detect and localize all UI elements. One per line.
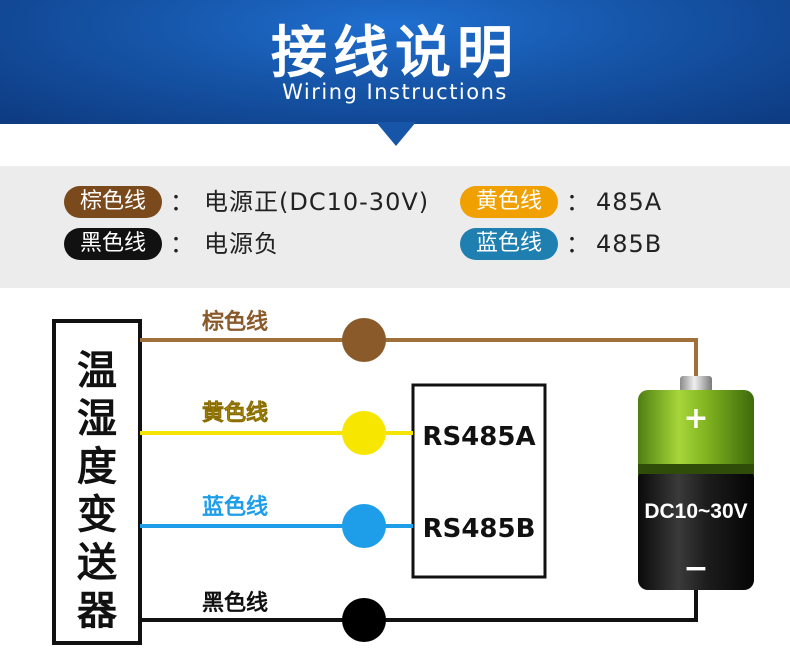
- page-subtitle: Wiring Instructions: [282, 80, 508, 104]
- wire-legend: 棕色线 ： 电源正(DC10-30V) 黄色线 ： 485A 黑色线 ： 电源负…: [0, 166, 790, 288]
- battery-body-top: [638, 390, 754, 486]
- header-banner: 接线说明 Wiring Instructions: [0, 0, 790, 124]
- yellow-terminal: [342, 411, 386, 455]
- transmitter-char: 送: [77, 540, 117, 586]
- battery-band: [638, 464, 754, 474]
- transmitter-char: 度: [77, 444, 117, 490]
- legend-desc-blue: 485B: [596, 230, 663, 258]
- legend-desc-brown: 电源正(DC10-30V): [204, 188, 430, 216]
- rs485a-label: RS485A: [422, 422, 535, 452]
- yellow-wire-label: 黄色线: [202, 400, 268, 426]
- header-notch: [376, 122, 416, 146]
- blue-wire-label: 蓝色线: [202, 494, 268, 520]
- brown-terminal: [342, 318, 386, 362]
- rs485b-label: RS485B: [423, 514, 536, 544]
- legend-separator: ：: [170, 188, 195, 216]
- transmitter-box: [52, 319, 142, 645]
- legend-separator: ：: [566, 188, 591, 216]
- legend-desc-yellow: 485A: [596, 188, 663, 216]
- legend-tag-black: 黑色线: [64, 228, 162, 260]
- transmitter-char: 湿: [77, 396, 117, 442]
- battery: + DC10~30V −: [638, 376, 754, 590]
- rs485-box: [411, 383, 547, 579]
- brown-wire-label: 棕色线: [202, 309, 268, 335]
- black-wire: [140, 588, 698, 622]
- battery-body-bottom: [638, 468, 754, 590]
- transmitter-char: 变: [77, 492, 117, 538]
- legend-tag-yellow: 黄色线: [460, 186, 558, 218]
- battery-cap: [680, 376, 712, 392]
- transmitter-char: 温: [77, 348, 117, 394]
- wiring-diagram: 温 湿 度 变 送 器 RS485A RS485B 棕色线 黄色线 蓝色线 黑色…: [52, 309, 754, 645]
- brown-wire: [140, 338, 698, 384]
- minus-icon: −: [683, 551, 708, 586]
- plus-icon: +: [683, 401, 708, 436]
- legend-desc-black: 电源负: [204, 230, 279, 258]
- black-terminal: [342, 598, 386, 642]
- legend-separator: ：: [566, 230, 591, 258]
- transmitter-char: 器: [77, 588, 118, 634]
- battery-voltage-label: DC10~30V: [644, 500, 747, 523]
- legend-tag-blue: 蓝色线: [460, 228, 558, 260]
- legend-tag-brown: 棕色线: [64, 186, 162, 218]
- page-title: 接线说明: [271, 21, 519, 86]
- legend-separator: ：: [170, 230, 195, 258]
- blue-terminal: [342, 504, 386, 548]
- black-wire-label: 黑色线: [202, 590, 268, 616]
